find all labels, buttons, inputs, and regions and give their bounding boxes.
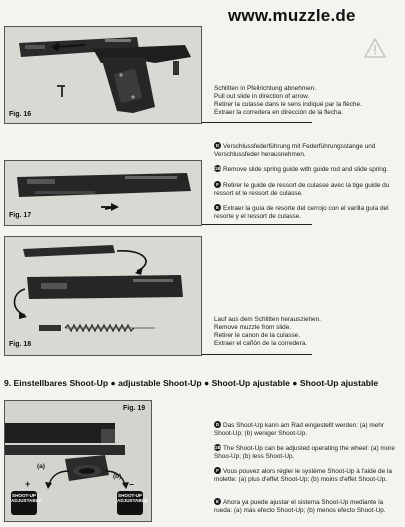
section-9-heading: 9. Einstellbares Shoot-Up ● adjustable S… — [4, 378, 379, 388]
entry-text: Retirer le guide de ressort de culasse a… — [214, 182, 390, 197]
wheel-label-a: (a) — [37, 463, 45, 470]
figure-18: Fig. 18 — [4, 236, 202, 356]
muzzle-removal-illustration — [13, 245, 183, 333]
divider-line — [202, 122, 312, 123]
fig-16-line: Extraer la corredera en dirección de la … — [214, 108, 343, 116]
figure-16: Fig. 16 — [4, 26, 202, 124]
entry-text: Ahora ya puede ajustar el sistema Shoot-… — [214, 499, 386, 514]
language-badge: D — [214, 421, 221, 428]
language-badge: E — [214, 498, 221, 505]
language-badge: GB — [214, 444, 221, 451]
language-badge: F — [214, 467, 221, 474]
divider-line — [202, 224, 312, 225]
fig-17-label: Fig. 17 — [9, 212, 32, 219]
language-badge: GB — [214, 165, 221, 172]
entry-text: Extraer la guía de resorte del cerrojo c… — [214, 205, 389, 220]
wheel-label-b: (b) — [113, 473, 122, 480]
fig-19-label: Fig. 19 — [123, 405, 146, 412]
entry-text: Vous pouvez alors régler le système Shoo… — [214, 468, 392, 483]
shoot-up-badge-left: SHOOT-UP ADJUSTABLE — [11, 491, 42, 515]
watermark-text: www.muzzle.de — [228, 6, 356, 25]
language-badge: E — [214, 204, 221, 211]
language-badge: D — [214, 142, 221, 149]
warning-triangle-icon — [364, 38, 386, 58]
entry-text: Das Shoot-Up kann am Rad eingestellt wer… — [214, 422, 384, 437]
slide-spring-illustration — [17, 173, 191, 211]
fig-16-line: Pull out slide in direction of arrow. — [214, 92, 310, 100]
fig-18-line: Retirer le canon de la culasse. — [214, 331, 300, 339]
fig-18-line: Extraer el cañón de la corredera. — [214, 339, 308, 347]
plus-sign: + — [25, 479, 31, 489]
fig-16-text: Schlitten in Pfeilrichtung abnehmen. Pul… — [214, 85, 402, 117]
fig-18-line: Remove muzzle from slide. — [214, 323, 292, 331]
fig-16-line: Retirer la culasse dans le sens indiqué … — [214, 100, 362, 108]
figure-17: Fig. 17 — [4, 160, 202, 226]
fig-16-label: Fig. 16 — [9, 111, 32, 118]
fig-18-text: Lauf aus dem Schlitten herausziehen. Rem… — [214, 316, 402, 348]
shoot-up-badge-right: SHOOT-UP ADJUSTABLE — [117, 491, 148, 515]
pistol-disassembly-illustration — [19, 37, 191, 113]
figure-19: Fig. 19 (a) (b) + – SHOOT-UP ADJUSTABLE … — [4, 400, 152, 522]
fig-16-line: Schlitten in Pfeilrichtung abnehmen. — [214, 85, 316, 92]
shoot-up-wheel-illustration — [5, 423, 129, 489]
entry-text: The Shoot-Up can be adjusted operating t… — [214, 445, 395, 460]
fig-18-label: Fig. 18 — [9, 341, 32, 348]
entry-text: Verschlussfederführung mit Federführungs… — [214, 143, 376, 158]
divider-line — [202, 354, 312, 355]
entry-text: Remove slide spring guide with guide rod… — [223, 166, 389, 173]
language-badge: F — [214, 181, 221, 188]
minus-sign: – — [129, 479, 135, 489]
fig-18-line: Lauf aus dem Schlitten herausziehen. — [214, 316, 321, 323]
